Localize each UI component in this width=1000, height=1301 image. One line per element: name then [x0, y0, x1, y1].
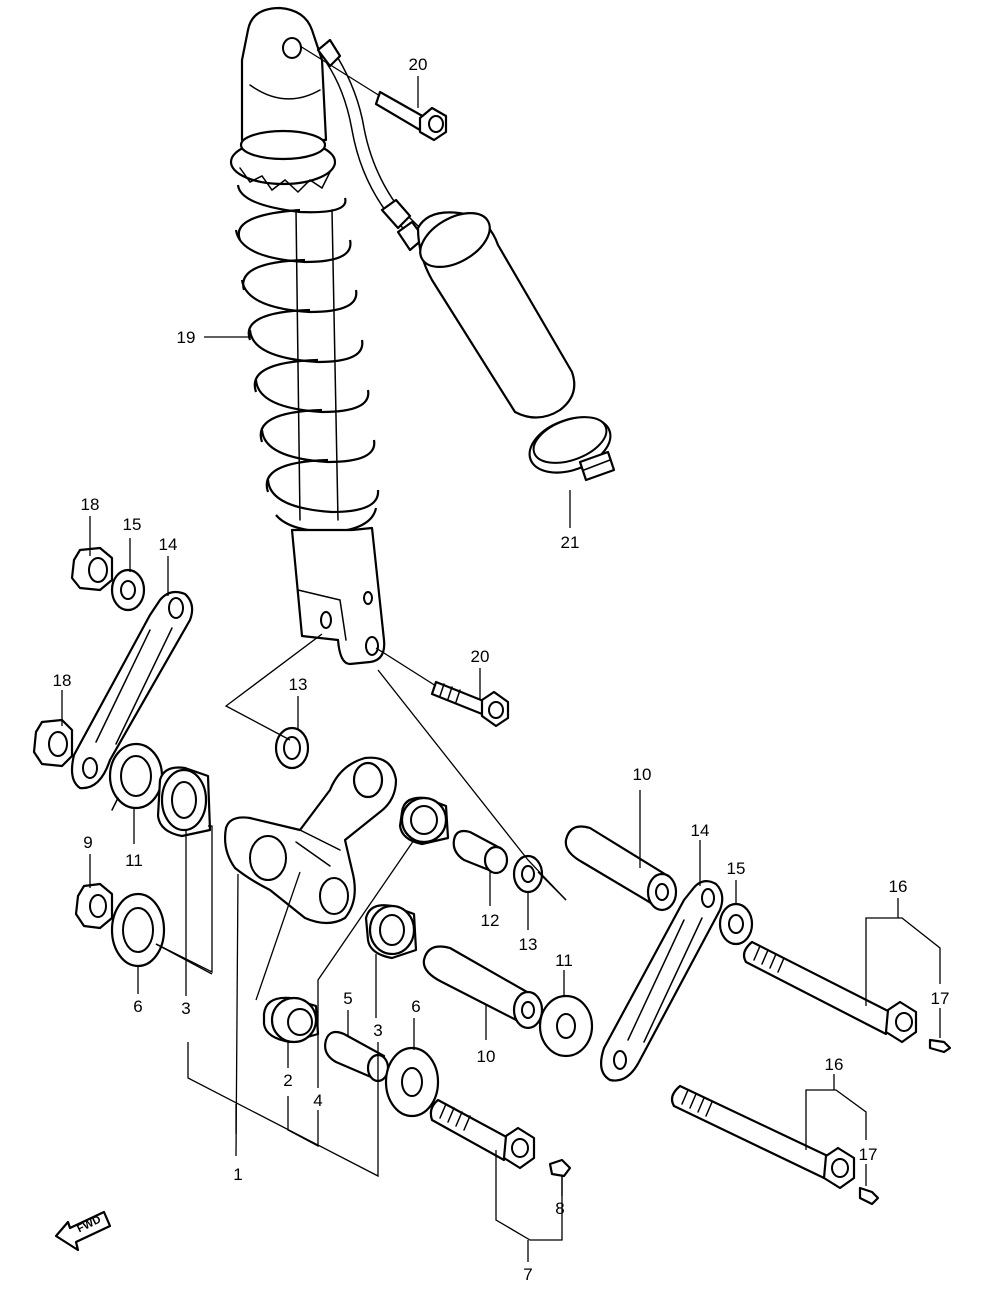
grease-nipple-17-upper	[928, 1038, 952, 1054]
seal-6-left	[110, 892, 166, 968]
collar-12	[452, 829, 509, 875]
callout-8: 8	[555, 1199, 564, 1218]
callout-18-lower: 18	[53, 671, 72, 690]
callout-5: 5	[343, 989, 352, 1008]
seal-6-right	[384, 1046, 440, 1118]
callout-14-left: 14	[159, 535, 178, 554]
reservoir-clamp	[528, 416, 616, 482]
cushion-lever-1	[223, 756, 398, 925]
callout-6-left: 6	[133, 997, 142, 1016]
callout-19: 19	[177, 328, 196, 347]
callout-15-right: 15	[727, 859, 746, 878]
bearing-3-right	[364, 904, 418, 960]
shock-spring	[234, 184, 380, 534]
callout-4: 4	[313, 1091, 322, 1110]
callout-11-left: 11	[125, 851, 143, 870]
callout-7: 7	[523, 1265, 532, 1284]
bearing-3-left	[156, 766, 212, 838]
callout-9: 9	[83, 833, 92, 852]
callout-11-right: 11	[555, 951, 573, 970]
callout-3-left: 3	[181, 999, 190, 1018]
bolt-20-upper	[374, 90, 448, 142]
callout-15-left: 15	[123, 515, 142, 534]
callout-10-lower: 10	[477, 1047, 496, 1066]
bearing-2	[262, 996, 320, 1044]
callout-1: 1	[233, 1165, 242, 1184]
callout-13-right: 13	[519, 935, 538, 954]
callout-6-right: 6	[411, 997, 420, 1016]
washer-15-right	[718, 902, 754, 946]
callout-20-lower: 20	[471, 647, 490, 666]
seal-11-left	[108, 742, 164, 811]
nut-18-lower	[32, 718, 74, 768]
grease-nipple-8	[548, 1158, 572, 1178]
nut-9	[74, 882, 114, 930]
bearing-4	[398, 796, 450, 846]
nut-18-upper	[70, 546, 114, 592]
seal-11-right	[538, 994, 594, 1058]
sleeve-10-lower	[422, 945, 544, 1030]
link-rod-14-left	[70, 590, 194, 790]
callout-16-lower: 16	[825, 1055, 844, 1074]
callout-20-upper: 20	[409, 55, 428, 74]
callout-17-upper: 17	[931, 989, 950, 1008]
rear-shock-absorber	[229, 6, 386, 666]
washer-13-left	[274, 726, 310, 770]
link-rod-14-right	[599, 879, 724, 1082]
callout-17-lower: 17	[859, 1145, 878, 1164]
bolt-16-lower	[670, 1084, 856, 1190]
washer-13-right	[512, 854, 544, 894]
callout-14-right: 14	[691, 821, 710, 840]
shock-reservoir	[416, 211, 576, 419]
washer-15-left	[110, 568, 146, 612]
callout-2: 2	[283, 1071, 292, 1090]
callout-21: 21	[561, 533, 580, 552]
sleeve-10-upper	[564, 825, 678, 912]
grease-nipple-17-lower	[858, 1186, 880, 1206]
callout-12: 12	[481, 911, 500, 930]
callout-10-upper: 10	[633, 765, 652, 784]
callout-16-upper: 16	[889, 877, 908, 896]
callout-numbers: 20 19 21 18 15 14 18 13 20 11 9 6 3 1 2 …	[53, 55, 950, 1284]
callout-18-upper: 18	[81, 495, 100, 514]
callout-13-left: 13	[289, 675, 308, 694]
bolt-16-upper	[742, 940, 918, 1044]
reservoir-hose	[316, 38, 426, 252]
bolt-20-lower	[430, 680, 510, 728]
forward-direction-arrow-icon: FWD	[54, 1210, 112, 1252]
callout-3-right: 3	[373, 1021, 382, 1040]
leader-lines	[61, 45, 941, 1262]
bolt-7	[429, 1098, 536, 1170]
